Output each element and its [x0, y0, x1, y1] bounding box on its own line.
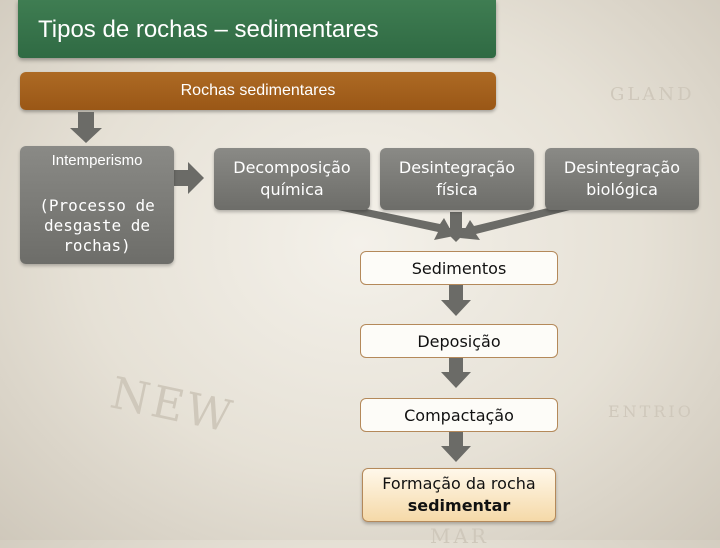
type-quimica-line2: química	[260, 180, 324, 199]
type-box-fisica: Desintegração física	[380, 148, 534, 210]
title-bar: Tipos de rochas – sedimentares	[18, 0, 496, 58]
type-biologica-line2: biológica	[586, 180, 658, 199]
type-box-quimica: Decomposição química	[214, 148, 370, 210]
step-sedimentos-label: Sedimentos	[411, 258, 507, 278]
step-compactacao-label: Compactação	[404, 405, 514, 425]
type-fisica-line2: física	[436, 180, 478, 199]
arrow-diag-right	[460, 206, 570, 240]
arrow-down-3	[441, 430, 471, 462]
type-fisica-line1: Desintegração	[398, 158, 516, 177]
arrow-right-intemperismo	[174, 162, 204, 194]
step-sedimentos: Sedimentos	[360, 251, 558, 285]
arrow-diag-left	[338, 206, 454, 240]
step-formacao: Formação da rocha sedimentar	[362, 468, 556, 522]
type-biologica-line1: Desintegração	[563, 158, 681, 177]
step-compactacao: Compactação	[360, 398, 558, 432]
type-quimica-line1: Decomposição	[233, 158, 351, 177]
bg-map-text-3: ENTRIO	[608, 402, 694, 421]
intemperismo-box: Intemperismo (Processo de desgaste de ro…	[20, 146, 174, 264]
arrow-down-2	[441, 356, 471, 388]
bg-map-text-1: GLAND	[610, 84, 695, 105]
intemperismo-subtitle: (Processo de desgaste de rochas)	[39, 196, 155, 255]
final-line1: Formação da rocha	[382, 474, 536, 493]
category-bar: Rochas sedimentares	[20, 72, 496, 110]
intemperismo-title: Intemperismo	[51, 152, 143, 169]
arrow-down-bar	[70, 112, 102, 143]
page-title: Tipos de rochas – sedimentares	[38, 16, 379, 43]
category-label: Rochas sedimentares	[180, 82, 336, 99]
arrow-down-1	[441, 284, 471, 316]
step-deposicao-label: Deposição	[417, 331, 501, 351]
final-line2: sedimentar	[407, 496, 511, 515]
step-deposicao: Deposição	[360, 324, 558, 358]
type-box-biologica: Desintegração biológica	[545, 148, 699, 210]
